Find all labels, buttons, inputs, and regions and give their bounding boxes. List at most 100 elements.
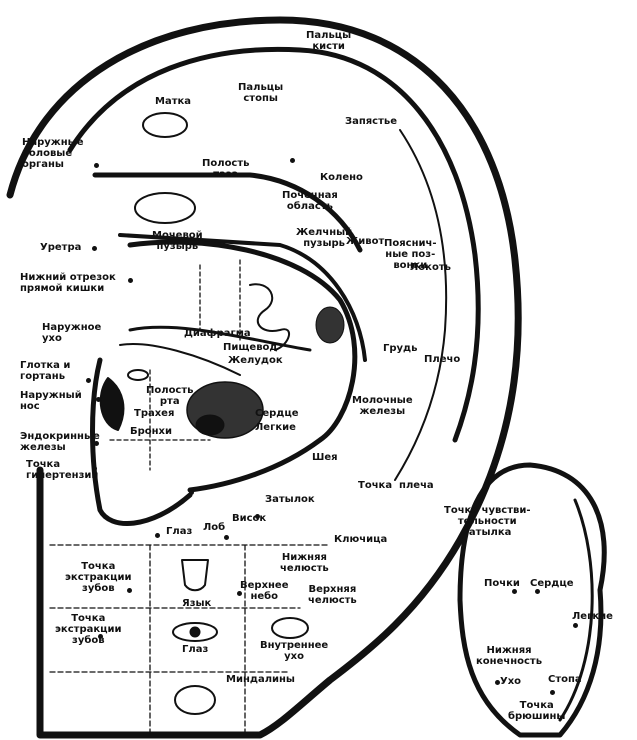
label-urethra: Уретра [40, 242, 82, 253]
point-dot [92, 466, 97, 471]
intertragic [119, 343, 241, 376]
label-trachea: Трахея [134, 408, 175, 419]
label-inner-ear: Внутреннее ухо [260, 640, 329, 662]
point-dot [128, 278, 133, 283]
lobe-grid [49, 544, 331, 736]
label-shoulder: Плечо [424, 354, 461, 365]
ear-back-inner [558, 498, 594, 722]
helix-crus [128, 325, 312, 352]
point-dot [550, 690, 555, 695]
label-lower-rectum: Нижний отрезок прямой кишки [20, 272, 116, 294]
point-dot [98, 634, 103, 639]
label-shoulder-point: Точка плеча [358, 480, 434, 491]
point-dot [155, 533, 160, 538]
label-clavicle: Ключица [334, 534, 388, 545]
tonsils-icon [174, 685, 216, 715]
label-endocrine: Эндокринные железы [20, 431, 100, 453]
label-hypertension-point: Точка гипертензии [26, 459, 99, 481]
label-pelvic-cavity: Полость таза [202, 158, 250, 180]
label-occiput-sensitivity: Точка чувстви- тельности затылка [444, 505, 531, 538]
label-knee: Колено [320, 172, 363, 183]
label-lungs: Легкие [255, 422, 296, 433]
point-dot [86, 378, 91, 383]
point-dot [94, 163, 99, 168]
label-gallbladder: Желчный пузырь [296, 227, 353, 249]
label-forehead: Лоб [203, 522, 226, 533]
label-heart-back: Сердце [530, 578, 574, 589]
label-diaphragm: Диафрагма [184, 328, 251, 339]
label-mouth-cavity: Полость рта [146, 385, 194, 407]
point-dot [512, 589, 517, 594]
label-elbow: Локоть [410, 262, 451, 273]
label-foot-back: Стопа [548, 674, 582, 685]
label-tongue: Язык [182, 598, 212, 609]
point-dot [127, 588, 132, 593]
label-upper-jaw: Верхняя челюсть [308, 584, 357, 606]
label-nose: Наружный нос [20, 390, 82, 412]
label-toes: Пальцы стопы [238, 82, 284, 104]
helix-inner [67, 46, 481, 443]
label-ear-back: Ухо [500, 676, 522, 687]
intestine-lines [249, 283, 290, 351]
point-dot [237, 591, 242, 596]
label-tooth-extraction-2: Точка экстракции зубов [55, 613, 122, 646]
heart-blob [195, 414, 225, 436]
label-bronchi: Бронхи [130, 426, 173, 437]
label-bladder: Мочевой пузырь [152, 230, 203, 252]
label-esophagus: Пищевод [223, 342, 278, 353]
label-kidneys-back: Почки [484, 578, 520, 589]
point-dot [94, 441, 99, 446]
label-external-ear: Наружное ухо [42, 322, 102, 344]
uterus-blob [142, 112, 188, 138]
label-temple: Висок [232, 513, 267, 524]
point-dot [96, 397, 101, 402]
label-abdominal-point: Точка брюшины [508, 700, 566, 722]
point-dot [189, 490, 194, 495]
label-neck: Шея [312, 452, 338, 463]
label-lungs-back: Легкие [572, 611, 613, 622]
label-lumbar: Пояснич- ные поз- вонки [384, 238, 437, 271]
label-uterus: Матка [155, 96, 192, 107]
mouth-blob [127, 369, 149, 381]
point-dot [573, 623, 578, 628]
label-external-genitals: Наружные половые органы [22, 137, 84, 170]
antihelix-lower [118, 233, 367, 362]
label-lower-limb: Нижняя конечность [476, 645, 543, 667]
label-eye-bottom: Глаз [182, 644, 209, 655]
point-dot [255, 514, 260, 519]
point-dot [535, 589, 540, 594]
label-stomach: Желудок [228, 355, 283, 366]
tongue-icon [181, 559, 209, 592]
label-lower-jaw: Нижняя челюсть [280, 552, 329, 574]
concha-rim [127, 239, 358, 493]
point-dot [92, 246, 97, 251]
scapha-line [394, 129, 448, 481]
label-upper-palate: Верхнее небо [240, 580, 289, 602]
inner-ear-icon [271, 617, 309, 639]
label-chest: Грудь [383, 343, 418, 354]
label-eye-top: Глаз [166, 526, 193, 537]
point-dot [495, 680, 500, 685]
eye-icon [172, 622, 218, 642]
label-tooth-extraction-1: Точка экстракции зубов [65, 561, 132, 594]
label-fingers: Пальцы кисти [306, 30, 352, 52]
tragus [90, 357, 193, 526]
label-throat-larynx: Глотка и гортань [20, 360, 71, 382]
point-dot [224, 535, 229, 540]
liver-blob [315, 306, 345, 344]
label-heart: Сердце [255, 408, 299, 419]
label-abdomen: Живот [346, 236, 385, 247]
ear-back-outline [457, 462, 607, 738]
label-tonsils: Миндалины [226, 674, 295, 685]
label-kidney-area: Почечная область [282, 190, 338, 212]
concha-dashes [109, 259, 241, 471]
label-occiput: Затылок [265, 494, 315, 505]
pelvis-blob [134, 192, 196, 224]
antitragus-dark [99, 377, 125, 431]
label-wrist: Запястье [345, 116, 398, 127]
point-dot [290, 158, 295, 163]
helix-outer [6, 16, 522, 739]
antihelix-upper [92, 172, 363, 253]
